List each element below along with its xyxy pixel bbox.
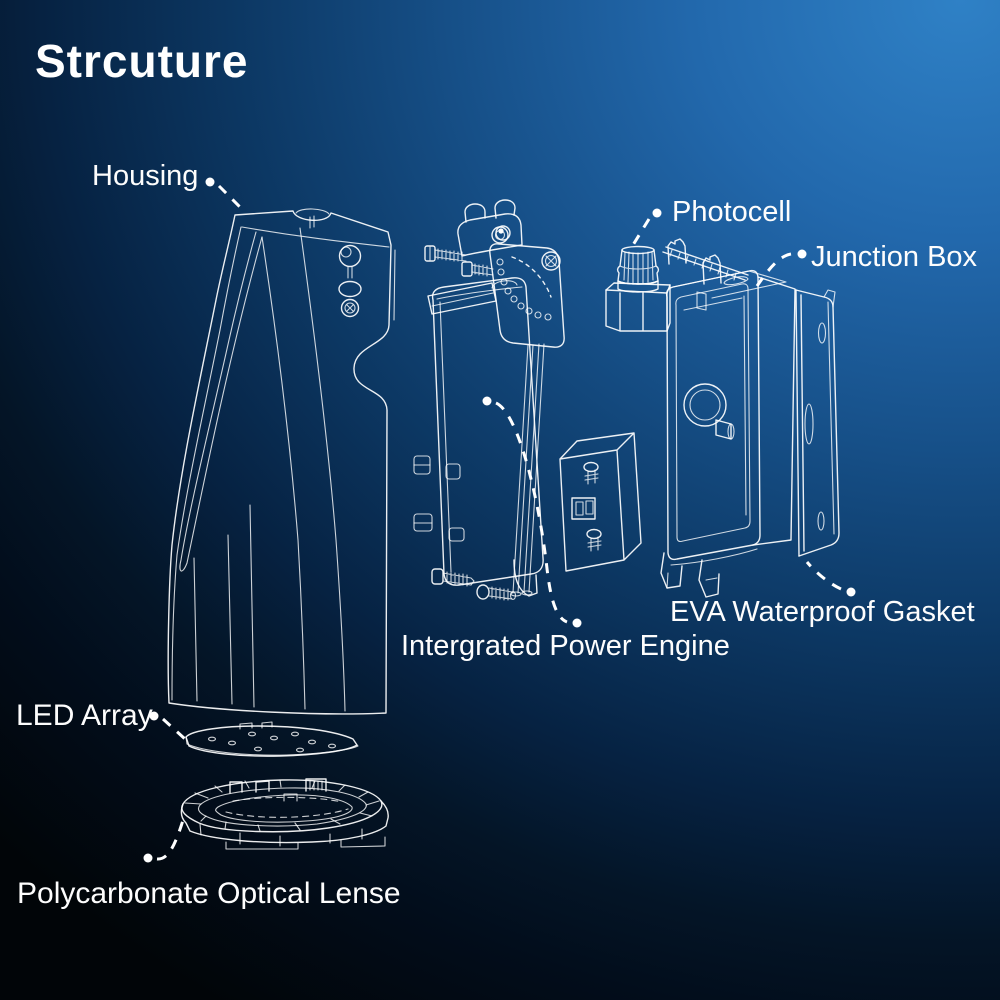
photocell-drawing bbox=[605, 245, 671, 332]
junction-box-drawing bbox=[660, 238, 796, 598]
led-leader-line bbox=[161, 717, 187, 741]
label-led-array: LED Array bbox=[16, 699, 153, 732]
eva-leader-dot bbox=[846, 587, 856, 597]
photocell-leader-line bbox=[631, 218, 651, 246]
page-title: Strcuture bbox=[35, 35, 249, 87]
eva-gasket-drawing bbox=[795, 289, 840, 557]
label-optical-lens: Polycarbonate Optical Lense bbox=[17, 877, 401, 910]
junction-leader-dot bbox=[797, 249, 807, 259]
junction-leader-line bbox=[755, 252, 792, 287]
photocell-leader-dot bbox=[652, 208, 662, 218]
power-engine-drawing bbox=[413, 199, 642, 601]
housing-leader-dot bbox=[205, 177, 215, 187]
lens-leader-line bbox=[156, 816, 186, 861]
eva-leader-line bbox=[805, 561, 842, 591]
optical-lens-drawing bbox=[180, 778, 389, 850]
led-leader-dot bbox=[149, 711, 159, 721]
led-array-drawing bbox=[185, 721, 359, 757]
lens-leader-dot bbox=[143, 853, 153, 863]
power-leader-dot-label bbox=[572, 618, 582, 628]
label-junction-box: Junction Box bbox=[811, 241, 978, 273]
label-power-engine: Intergrated Power Engine bbox=[401, 630, 730, 662]
label-housing: Housing bbox=[92, 160, 199, 192]
housing-leader-line bbox=[217, 184, 244, 211]
housing-drawing bbox=[167, 208, 396, 715]
leader-lines bbox=[143, 177, 856, 863]
label-photocell: Photocell bbox=[672, 196, 792, 228]
power-leader-dot-part bbox=[482, 396, 492, 406]
label-eva-gasket: EVA Waterproof Gasket bbox=[670, 596, 975, 628]
power-leader-line bbox=[495, 401, 568, 624]
